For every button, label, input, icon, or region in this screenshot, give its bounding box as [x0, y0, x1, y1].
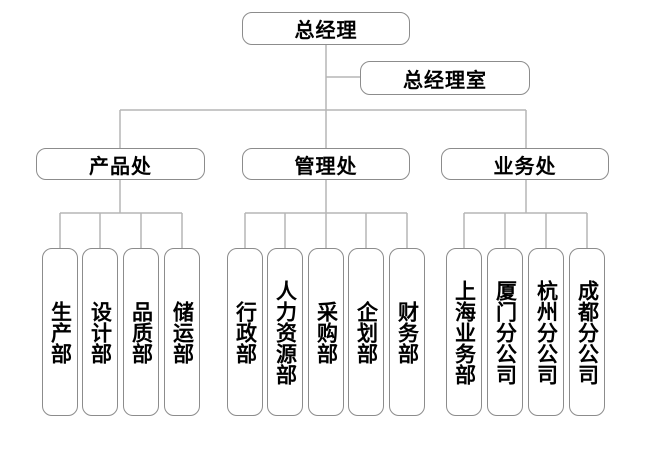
- dept-box: 采购部: [308, 248, 344, 416]
- dept-label: 上海业务部: [452, 279, 477, 385]
- dept-label: 行政部: [233, 300, 258, 364]
- dept-label: 成都分公司: [575, 279, 600, 385]
- division-label: 产品处: [89, 153, 152, 178]
- dept-box: 上海业务部: [446, 248, 482, 416]
- office-label: 总经理室: [403, 67, 487, 92]
- dept-box: 储运部: [164, 248, 200, 416]
- dept-box: 厦门分公司: [487, 248, 523, 416]
- division-box-1: 产品处: [36, 148, 205, 180]
- dept-label: 品质部: [129, 300, 154, 364]
- office-box: 总经理室: [360, 61, 530, 95]
- dept-label: 设计部: [88, 300, 113, 364]
- dept-box: 生产部: [42, 248, 78, 416]
- dept-box: 行政部: [227, 248, 263, 416]
- dept-label: 厦门分公司: [493, 279, 518, 385]
- dept-label: 储运部: [170, 300, 195, 364]
- ceo-box: 总经理: [242, 12, 410, 45]
- dept-label: 企划部: [354, 300, 379, 364]
- dept-box: 成都分公司: [569, 248, 605, 416]
- dept-label: 杭州分公司: [534, 279, 559, 385]
- division-box-2: 管理处: [242, 148, 410, 180]
- division-box-3: 业务处: [441, 148, 609, 180]
- division-label: 业务处: [493, 153, 557, 178]
- dept-box: 设计部: [82, 248, 118, 416]
- dept-label: 人力资源部: [273, 279, 298, 385]
- division-label: 管理处: [294, 153, 358, 178]
- dept-label: 生产部: [48, 300, 73, 364]
- dept-box: 人力资源部: [267, 248, 303, 416]
- dept-box: 杭州分公司: [528, 248, 564, 416]
- dept-label: 财务部: [395, 300, 420, 364]
- dept-box: 企划部: [348, 248, 384, 416]
- ceo-label: 总经理: [294, 18, 358, 42]
- dept-box: 财务部: [389, 248, 425, 416]
- dept-box: 品质部: [123, 248, 159, 416]
- dept-label: 采购部: [314, 300, 339, 364]
